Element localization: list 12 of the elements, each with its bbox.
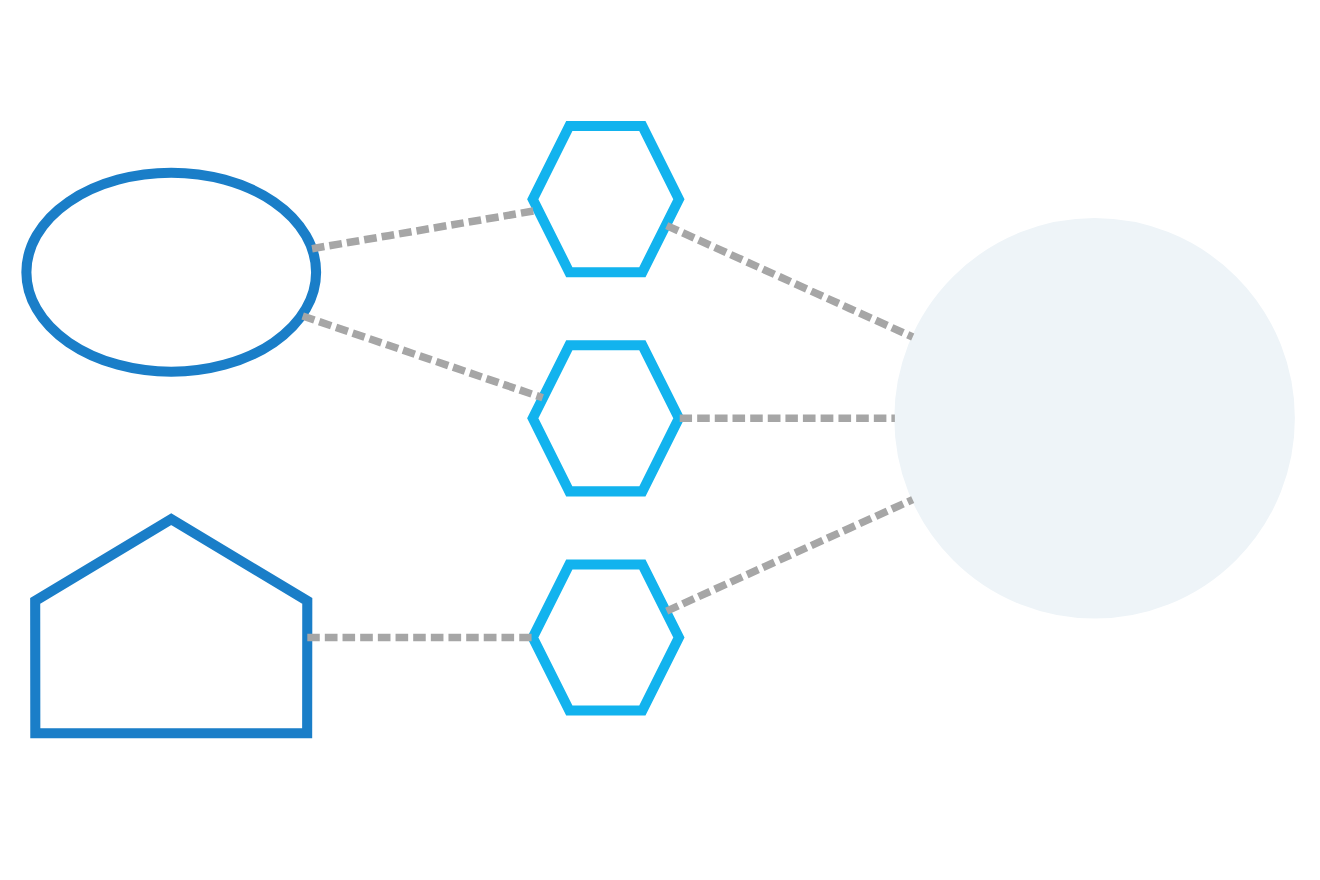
connector <box>679 413 895 422</box>
connector <box>665 495 915 614</box>
node-cloud <box>21 166 322 376</box>
node-hexagon <box>527 339 685 496</box>
connector <box>311 205 539 252</box>
connector <box>301 311 544 401</box>
node-hexagon <box>527 120 685 277</box>
node-house <box>30 512 313 738</box>
node-hexagon <box>527 558 685 715</box>
node-circle <box>894 217 1295 618</box>
connector <box>665 221 915 340</box>
connector <box>307 632 533 641</box>
